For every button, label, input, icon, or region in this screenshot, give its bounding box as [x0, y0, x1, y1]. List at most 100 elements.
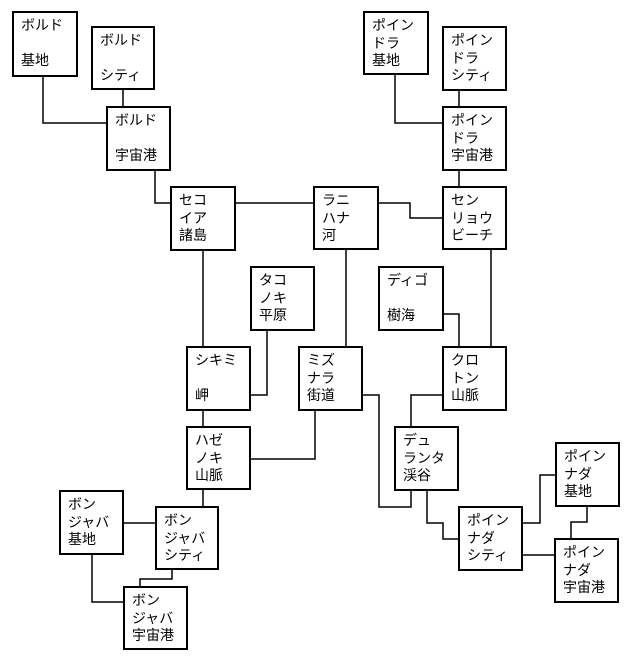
location-box: [458, 506, 523, 571]
location-label-line: シティ: [100, 68, 141, 84]
location-label-line: ハナ: [322, 211, 350, 227]
location-label-line: セン: [451, 193, 479, 209]
connection-line: [522, 474, 556, 524]
location-label-line: ジャバ: [132, 611, 173, 627]
location-label-line: シキミ: [195, 353, 237, 369]
location-label-line: リョウ: [451, 211, 493, 227]
location-label-line: 基地: [21, 52, 49, 69]
connection-line: [91, 554, 124, 603]
location-label-line: シティ: [164, 548, 205, 564]
location-label-line: ランタ: [403, 451, 445, 467]
location-box: [12, 11, 78, 77]
location-label-line: ポイン: [467, 513, 509, 529]
location-label-line: 平原: [259, 308, 287, 324]
location-label-line: ポイン: [451, 113, 493, 129]
location-label-line: 渓谷: [403, 468, 431, 484]
location-label-line: 基地: [372, 52, 400, 69]
location-label-line: 山脈: [451, 388, 479, 404]
location-label-line: ポイン: [564, 449, 606, 465]
location-box: [313, 186, 379, 250]
location-label-line: ポイン: [372, 18, 414, 34]
location-box: [442, 106, 507, 171]
location-label-line: ジャバ: [68, 515, 109, 531]
connection-lines: [42, 74, 588, 603]
location-label-line: クロ: [451, 353, 479, 369]
location-label-line: 山脈: [195, 468, 223, 484]
location-label-line: ボン: [132, 593, 160, 609]
location-label-line: 岬: [195, 388, 209, 404]
location-label-line: 宇宙港: [451, 148, 493, 164]
location-label-line: ナダ: [564, 467, 592, 483]
location-label-line: ミズ: [307, 353, 335, 369]
location-label-line: ノキ: [195, 451, 223, 467]
connection-line: [154, 170, 171, 204]
location-label-line: 宇宙港: [132, 628, 174, 644]
location-box: [123, 586, 188, 650]
location-label-line: 樹海: [387, 308, 415, 324]
location-label-line: ドラ: [372, 36, 400, 52]
location-label-line: ジャバ: [164, 531, 205, 547]
connection-line: [410, 394, 443, 427]
connection-line: [426, 490, 459, 540]
connection-line: [378, 202, 443, 219]
connection-line: [570, 506, 588, 539]
location-label-line: 街道: [307, 388, 335, 404]
location-box: [186, 346, 251, 411]
location-box: [554, 538, 619, 603]
location-label-line: ボルド: [21, 18, 63, 34]
location-box: [59, 490, 124, 555]
location-label-line: イア: [179, 211, 207, 227]
location-label-line: ドラ: [451, 131, 479, 147]
location-box: [363, 11, 429, 75]
connection-line: [443, 313, 460, 347]
connection-line: [250, 410, 316, 460]
location-label-line: 基地: [68, 531, 96, 548]
location-label-line: ドラ: [451, 51, 479, 67]
location-label-line: 河: [322, 228, 336, 244]
location-label-line: ハゼ: [195, 433, 223, 449]
location-label-line: トン: [451, 371, 479, 387]
connection-line: [362, 394, 412, 508]
location-box: [186, 426, 251, 490]
location-label-line: ナダ: [563, 563, 591, 579]
location-label-line: ナダ: [467, 531, 495, 547]
connection-line: [394, 74, 443, 124]
location-label-line: 諸島: [179, 228, 207, 244]
location-label-line: ボルド: [115, 113, 157, 129]
location-box: [394, 426, 459, 491]
location-box: [442, 186, 507, 250]
location-label-line: タコ: [259, 273, 287, 289]
location-box: [250, 266, 315, 331]
connection-line: [139, 569, 173, 587]
location-box: [91, 26, 155, 90]
location-label-line: 宇宙港: [115, 148, 157, 164]
location-box: [298, 346, 363, 411]
location-label-line: シティ: [451, 68, 492, 84]
location-nodes: ボルド基地ボルドシティボルド宇宙港ポインドラ基地ポインドラシティポインドラ宇宙港…: [12, 11, 620, 650]
connection-line: [42, 76, 107, 124]
location-label-line: 宇宙港: [563, 580, 605, 596]
location-label-line: ボン: [68, 497, 96, 513]
location-label-line: ナラ: [307, 371, 335, 387]
location-label-line: ボルド: [100, 33, 142, 49]
location-label-line: デュ: [403, 432, 431, 449]
location-box: [442, 346, 507, 411]
location-label-line: ラニ: [322, 193, 350, 209]
